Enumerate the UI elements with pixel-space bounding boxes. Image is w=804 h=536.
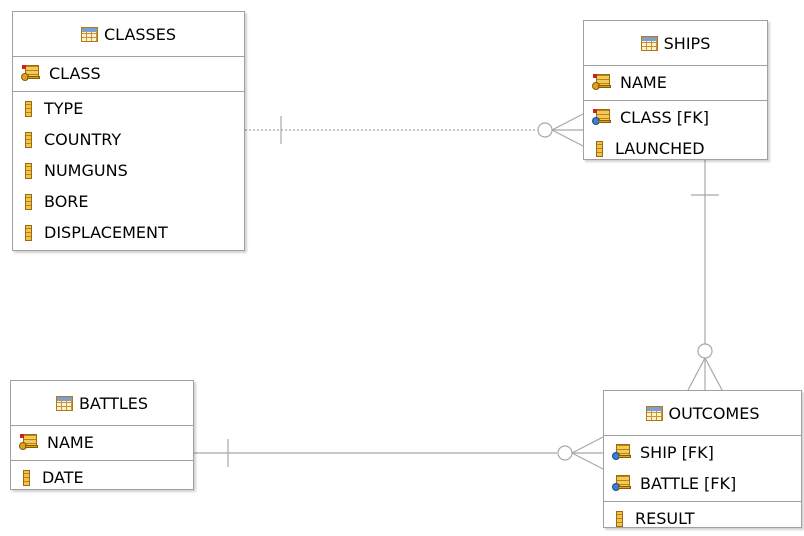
attribute-columns: CLASS [FK] LAUNCHED — [584, 101, 767, 166]
column-row[interactable]: BORE — [13, 186, 244, 217]
entity-header: CLASSES — [13, 12, 244, 57]
column-label: NUMGUNS — [44, 161, 128, 180]
column-row[interactable]: CLASS — [13, 58, 244, 89]
attribute-columns: DATE — [11, 461, 193, 495]
entity-classes[interactable]: CLASSES CLASS TYPE COUNTRY NUMGUNS BORE … — [12, 11, 245, 251]
entity-title: CLASSES — [104, 24, 176, 44]
column-icon — [25, 131, 32, 148]
column-row[interactable]: CLASS [FK] — [584, 102, 767, 133]
foreign-key-icon — [592, 108, 612, 127]
column-label: BATTLE [FK] — [640, 474, 737, 493]
column-row[interactable]: COUNTRY — [13, 124, 244, 155]
entity-title: SHIPS — [663, 33, 711, 53]
column-label: NAME — [47, 433, 94, 452]
column-row[interactable]: TYPE — [13, 93, 244, 124]
crowsfoot-left — [687, 357, 706, 391]
primary-key-icon — [19, 433, 39, 452]
relationship-battles-outcomes[interactable] — [194, 436, 604, 470]
column-row[interactable]: NUMGUNS — [13, 155, 244, 186]
column-label: SHIP [FK] — [640, 443, 714, 462]
column-label: TYPE — [44, 99, 84, 118]
relationship-classes-ships[interactable] — [245, 113, 584, 147]
crowsfoot-upper — [551, 113, 584, 131]
column-icon — [25, 100, 32, 117]
entity-title: OUTCOMES — [668, 403, 760, 423]
primary-foreign-key-icon — [612, 474, 632, 493]
zero-marker — [537, 122, 553, 138]
entity-header: BATTLES — [11, 381, 193, 426]
column-label: CLASS — [49, 64, 101, 83]
column-icon — [616, 510, 623, 527]
column-label: DATE — [42, 468, 84, 487]
table-icon — [81, 26, 98, 42]
relationship-ships-outcomes[interactable] — [687, 160, 723, 391]
column-row[interactable]: RESULT — [604, 503, 801, 534]
column-row[interactable]: SHIP [FK] — [604, 437, 801, 468]
column-label: CLASS [FK] — [620, 108, 709, 127]
crowsfoot-lower — [571, 452, 604, 470]
column-row[interactable]: DATE — [11, 462, 193, 493]
zero-marker — [557, 445, 573, 461]
column-label: NAME — [620, 73, 667, 92]
zero-marker — [697, 343, 713, 359]
primary-key-icon — [21, 64, 41, 83]
crowsfoot-upper — [571, 436, 604, 454]
entity-ships[interactable]: SHIPS NAME CLASS [FK] LAUNCHED — [583, 20, 768, 160]
crowsfoot-lower — [551, 129, 584, 147]
key-columns: SHIP [FK] BATTLE [FK] — [604, 436, 801, 502]
attribute-columns: RESULT — [604, 502, 801, 536]
key-columns: CLASS — [13, 57, 244, 92]
column-row[interactable]: DISPLACEMENT — [13, 217, 244, 248]
column-row[interactable]: NAME — [11, 427, 193, 458]
column-label: COUNTRY — [44, 130, 122, 149]
entity-header: OUTCOMES — [604, 391, 801, 436]
column-label: LAUNCHED — [615, 139, 705, 158]
column-label: BORE — [44, 192, 89, 211]
entity-outcomes[interactable]: OUTCOMES SHIP [FK] BATTLE [FK] RESULT — [603, 390, 802, 528]
entity-battles[interactable]: BATTLES NAME DATE — [10, 380, 194, 490]
column-row[interactable]: BATTLE [FK] — [604, 468, 801, 499]
entity-title: BATTLES — [78, 393, 149, 413]
table-icon — [640, 35, 658, 51]
column-row[interactable]: NAME — [584, 67, 767, 98]
column-icon — [25, 224, 32, 241]
column-icon — [596, 140, 603, 157]
table-icon — [645, 405, 663, 421]
crowsfoot-right — [704, 357, 723, 391]
attribute-columns: TYPE COUNTRY NUMGUNS BORE DISPLACEMENT — [13, 92, 244, 250]
entity-header: SHIPS — [584, 21, 767, 66]
table-icon — [55, 395, 73, 411]
column-label: RESULT — [635, 509, 695, 528]
column-icon — [25, 193, 32, 210]
key-columns: NAME — [584, 66, 767, 101]
column-label: DISPLACEMENT — [44, 223, 168, 242]
primary-key-icon — [592, 73, 612, 92]
column-icon — [25, 162, 32, 179]
key-columns: NAME — [11, 426, 193, 461]
column-icon — [23, 469, 30, 486]
primary-foreign-key-icon — [612, 443, 632, 462]
column-row[interactable]: LAUNCHED — [584, 133, 767, 164]
